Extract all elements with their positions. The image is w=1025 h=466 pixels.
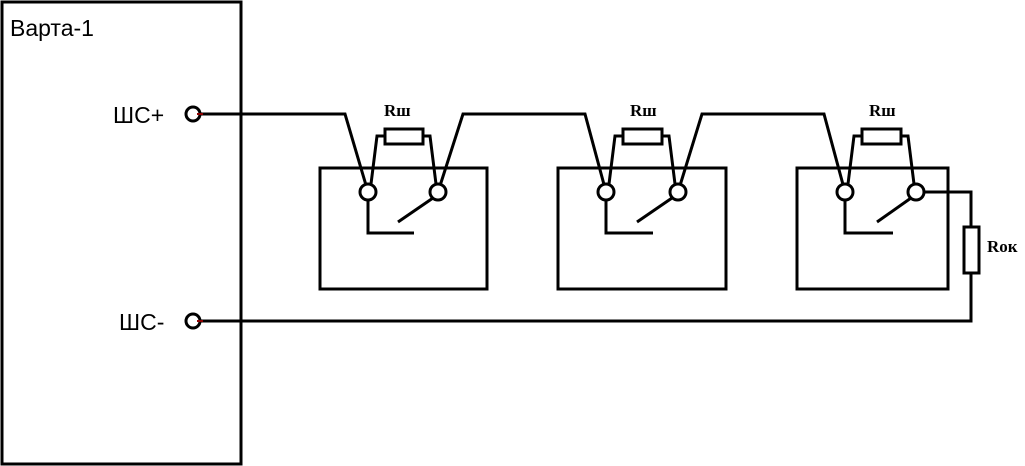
- shunt-resistor: [621, 127, 664, 146]
- loop-wiring: [200, 112, 973, 323]
- end-resistor-body: [962, 225, 981, 275]
- shunt-resistor-label: Rш: [630, 101, 657, 120]
- shunt-lead-right: [423, 134, 439, 193]
- contact-left: [596, 182, 616, 202]
- shunt-lead-right: [901, 134, 917, 193]
- shunt-lead-left: [845, 134, 862, 193]
- end-resistor-label: Rок: [987, 237, 1018, 256]
- wire-sensor-3-to-end-resistor: [922, 190, 973, 227]
- contact-right: [428, 182, 448, 202]
- control-panel-title: Варта-1: [10, 15, 94, 41]
- shunt-lead-left: [606, 134, 623, 193]
- shunt-resistor-label: Rш: [384, 101, 411, 120]
- sensor-1: Rш: [318, 101, 489, 291]
- terminal-minus-label: ШС-: [119, 309, 164, 335]
- shunt-resistor: [383, 127, 425, 146]
- sensor-3: Rш: [795, 101, 950, 291]
- control-panel: Варта-1 ШС+ ШС-: [0, 0, 243, 466]
- contact-right: [906, 182, 926, 202]
- shunt-lead-left: [368, 134, 385, 193]
- shunt-resistor: [860, 127, 903, 146]
- contact-right: [668, 182, 688, 202]
- switch-common-lead: [843, 200, 893, 235]
- control-panel-box: [0, 0, 243, 466]
- terminal-plus-label: ШС+: [113, 102, 164, 128]
- switch-blade: [636, 196, 673, 224]
- switch-common-lead: [604, 200, 653, 235]
- shunt-resistor-label: Rш: [869, 101, 896, 120]
- wire-sensor-2-to-sensor-3: [676, 112, 847, 193]
- switch-blade: [397, 196, 434, 224]
- sensor-2: Rш: [556, 101, 728, 291]
- wire-sensor-1-to-sensor-2: [436, 112, 608, 193]
- end-resistor: Rок: [962, 225, 1018, 275]
- wire-return-to-minus: [200, 273, 973, 323]
- contact-left: [835, 182, 855, 202]
- wire-plus-to-sensor-1: [200, 112, 370, 193]
- contact-left: [358, 182, 378, 202]
- shunt-lead-right: [662, 134, 678, 193]
- switch-blade: [876, 196, 912, 224]
- sensor-box: [318, 166, 489, 291]
- sensor-box: [556, 166, 728, 291]
- sensor-box: [795, 166, 950, 291]
- switch-common-lead: [366, 200, 414, 235]
